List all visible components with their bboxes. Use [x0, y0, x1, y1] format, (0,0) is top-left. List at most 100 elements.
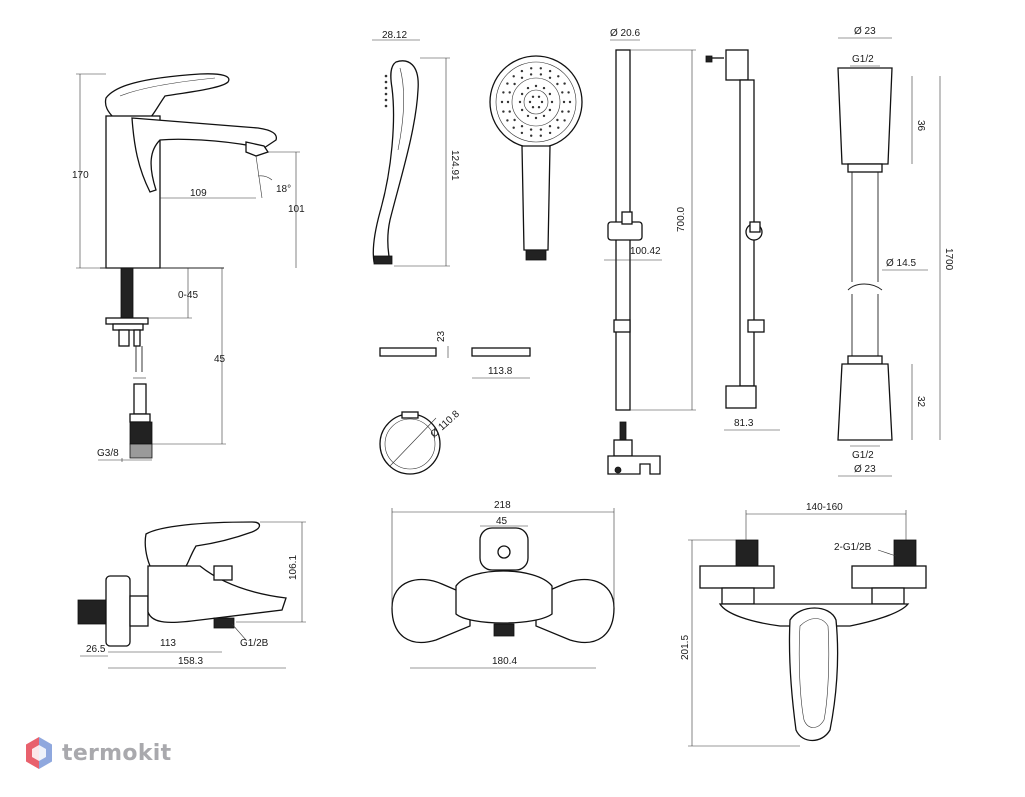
hose-top-thread-label: G1/2 — [852, 54, 874, 65]
bath-front-handle-label: 45 — [496, 516, 508, 527]
shower-hose-drawing: Ø 23 G1/2 36 Ø 14.5 1700 32 G1/2 Ø 23 — [837, 26, 954, 477]
nozzle-dot — [520, 76, 524, 80]
nozzle-dot — [548, 131, 552, 135]
nozzle-dot — [520, 92, 524, 96]
slide-wall-offset-label: 81.3 — [734, 418, 754, 429]
nozzle-dot — [557, 75, 560, 78]
nozzle-dot — [506, 100, 510, 104]
nozzle-dot — [537, 95, 541, 99]
nozzle-dot — [548, 108, 552, 112]
nozzle-dot — [508, 91, 511, 94]
nozzle-dot — [548, 125, 552, 128]
nozzle-dot — [526, 86, 530, 90]
bath-top-center-label: 140-160 — [806, 502, 843, 513]
nozzle-dot — [556, 82, 559, 86]
basin-spout-height-label: 101 — [288, 204, 305, 215]
hose-top-nut-length-label: 36 — [915, 120, 926, 132]
nozzle-dot — [561, 110, 564, 113]
nozzle-dot — [539, 134, 542, 137]
basin-angle-label: 18° — [276, 184, 291, 195]
nozzle-dot — [561, 91, 564, 94]
nozzle-dot — [513, 82, 516, 86]
basin-hose-label: 45 — [214, 354, 226, 365]
hose-top-nut-diameter-label: Ø 23 — [854, 26, 876, 37]
nozzle-dot — [557, 126, 560, 129]
nozzle-dot — [530, 134, 533, 137]
bath-top-height-label: 201.5 — [680, 635, 691, 660]
nozzle-dot — [508, 110, 511, 113]
bath-side-wall-gap-label: 26.5 — [86, 644, 106, 655]
nozzle-dot — [512, 75, 515, 78]
nozzle-dot — [542, 86, 546, 90]
bath-front-body-label: 180.4 — [492, 656, 517, 667]
bath-side-thread-label: G1/2B — [240, 638, 269, 649]
nozzle-dot — [539, 67, 542, 70]
nozzle-dot — [529, 128, 533, 131]
nozzle-dot — [520, 108, 524, 112]
bath-mixer-top-drawing: 140-160 2-G1/2B 201.5 — [680, 502, 927, 747]
brand-logo: termokit — [24, 733, 171, 773]
hand-shower-front-drawing — [489, 55, 583, 261]
nozzle-dot — [512, 126, 515, 129]
soap-dish-drawing: 23 113.8 Ø 110.8 — [379, 330, 531, 475]
nozzle-dot — [502, 91, 505, 94]
nozzle-dot — [529, 73, 533, 76]
nozzle-dot — [534, 116, 538, 120]
soap-dish-length-label: 113.8 — [488, 366, 513, 377]
nozzle-dot — [563, 119, 566, 122]
nozzle-dot — [537, 106, 541, 109]
soap-dish-diameter-label: Ø 110.8 — [429, 408, 463, 440]
nozzle-dot — [540, 100, 544, 104]
nozzle-dot — [556, 118, 559, 122]
nozzle-pattern — [500, 67, 572, 137]
nozzle-dot — [520, 125, 524, 128]
nozzle-dot — [563, 82, 566, 85]
nozzle-dot — [562, 100, 566, 104]
nozzle-dot — [502, 110, 505, 113]
nozzle-dot — [531, 106, 535, 109]
nozzle-dot — [526, 114, 530, 118]
hand-shower-side-drawing: 28.12 124.91 — [372, 30, 460, 267]
bath-side-height-label: 106.1 — [288, 555, 299, 580]
nozzle-dot — [542, 114, 546, 118]
nozzle-dot — [500, 100, 504, 104]
soap-dish-height-label: 23 — [436, 330, 447, 342]
bath-top-inlet-label: 2-G1/2B — [834, 542, 872, 553]
basin-reach-label: 109 — [190, 188, 207, 199]
nozzle-dot — [513, 118, 516, 122]
basin-connection-label: G3/8 — [97, 448, 119, 459]
nozzle-dot — [548, 76, 552, 80]
bath-side-depth-label: 158.3 — [178, 656, 203, 667]
nozzle-dot — [548, 92, 552, 96]
hexagon-logo-icon — [26, 737, 52, 769]
basin-height-label: 170 — [72, 170, 89, 181]
slide-bar-length-label: 700.0 — [676, 207, 687, 232]
nozzle-dot — [520, 69, 524, 73]
nozzle-dot — [534, 84, 538, 88]
slide-bar-drawing: Ø 20.6 100.42 700.0 — [604, 28, 696, 475]
hand-shower-length-label: 124.91 — [449, 150, 460, 181]
nozzle-dot — [548, 69, 552, 73]
basin-mount-label: 0-45 — [178, 290, 198, 301]
slide-holder-depth-label: 100.42 — [630, 246, 661, 257]
slide-bar-side-drawing: 81.3 — [705, 49, 780, 431]
hand-shower-width-label: 28.12 — [382, 30, 407, 41]
nozzle-dot — [506, 119, 509, 122]
nozzle-dot — [550, 100, 554, 104]
brand-wordmark: termokit — [62, 740, 172, 766]
nozzle-dot — [518, 100, 522, 104]
nozzle-dot — [531, 95, 535, 99]
nozzle-dot — [530, 67, 533, 70]
nozzle-dot — [567, 110, 570, 113]
bath-side-reach-label: 113 — [160, 638, 176, 649]
nozzle-dot — [528, 100, 532, 104]
hose-bottom-thread-label: G1/2 — [852, 450, 874, 461]
basin-mixer-drawing: 170 109 18° 101 0-45 45 G3/8 — [72, 73, 305, 462]
bath-mixer-front-drawing: 218 45 180.4 — [391, 500, 615, 669]
hose-bottom-nut-length-label: 32 — [915, 396, 926, 408]
hose-bottom-nut-diameter-label: Ø 23 — [854, 464, 876, 475]
hose-length-label: 1700 — [943, 248, 954, 271]
hose-diameter-label: Ø 14.5 — [886, 258, 916, 269]
slide-tube-diameter-label: Ø 20.6 — [610, 28, 640, 39]
